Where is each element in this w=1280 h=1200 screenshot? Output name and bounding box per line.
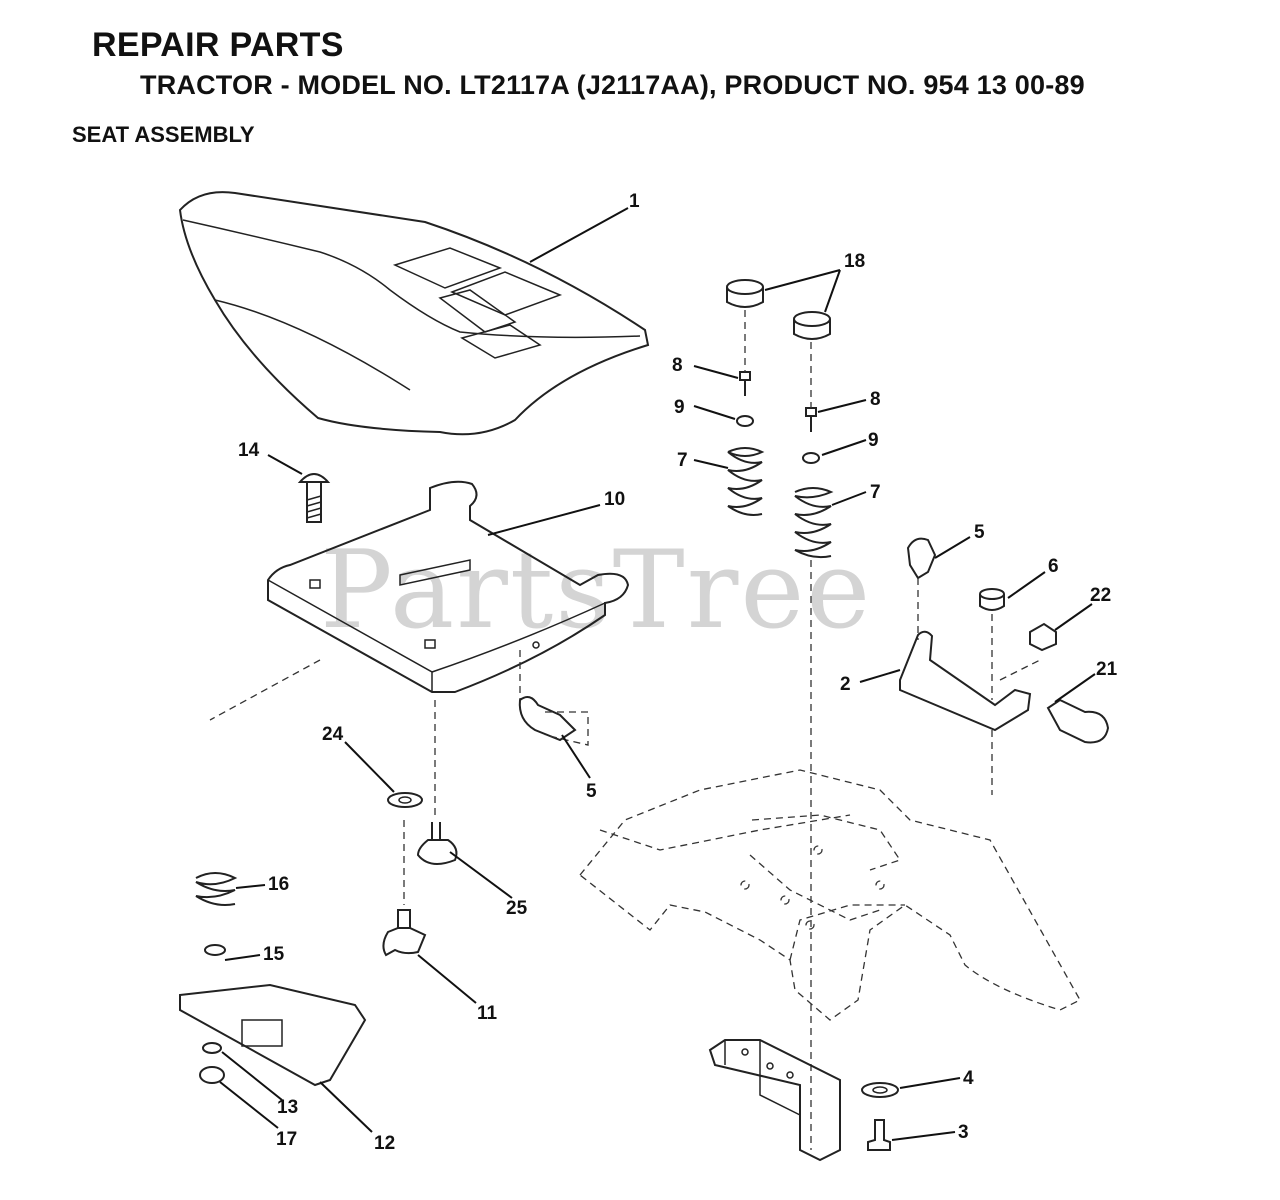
callout-3: 3	[958, 1122, 969, 1143]
watermark: PartsTree	[320, 528, 873, 653]
callout-9-right: 9	[868, 430, 879, 451]
callout-18: 18	[844, 251, 865, 272]
bracket-assembly-drawing	[899, 537, 1110, 795]
callout-7-left: 7	[677, 450, 688, 471]
callout-6: 6	[1048, 556, 1059, 577]
left-hardware-drawing	[179, 792, 458, 1087]
bushing-drawings	[726, 279, 831, 340]
callout-4: 4	[963, 1068, 974, 1089]
callout-12: 12	[374, 1133, 395, 1154]
model-subtitle: TRACTOR - MODEL NO. LT2117A (J2117AA), P…	[140, 70, 1085, 100]
callout-17: 17	[276, 1129, 297, 1150]
callout-13: 13	[277, 1097, 298, 1118]
callout-8-right: 8	[870, 389, 881, 410]
callout-22: 22	[1090, 585, 1111, 606]
callout-9-left: 9	[674, 397, 685, 418]
callout-21: 21	[1096, 659, 1118, 680]
callout-1: 1	[629, 191, 640, 212]
callout-15: 15	[263, 944, 285, 965]
callout-labels: 1 18 8 8 9 9 7 7 14 10 5 6 22 2 21 5 24 …	[238, 191, 1118, 1154]
callout-24: 24	[322, 724, 344, 745]
callout-11: 11	[477, 1003, 498, 1024]
callout-5-lower: 5	[586, 781, 597, 802]
leader-lines	[219, 207, 1096, 1141]
callout-16: 16	[268, 874, 289, 895]
callout-10: 10	[604, 489, 625, 510]
spring-stack-drawings	[727, 310, 834, 1150]
callout-14: 14	[238, 440, 260, 461]
lower-clip-drawing	[518, 695, 589, 746]
seat-drawing	[178, 191, 650, 436]
callout-2: 2	[840, 674, 851, 695]
callout-7-right: 7	[870, 482, 881, 503]
page-title: REPAIR PARTS	[92, 26, 344, 64]
frame-outline	[579, 769, 1081, 1021]
carriage-bolt-drawing	[297, 473, 331, 523]
section-title: SEAT ASSEMBLY	[72, 122, 255, 147]
callout-5-upper: 5	[974, 522, 985, 543]
callout-25: 25	[506, 898, 528, 919]
lower-bracket-drawing	[708, 1039, 899, 1162]
callout-8-left: 8	[672, 355, 683, 376]
seat-pan-drawing	[209, 480, 630, 820]
